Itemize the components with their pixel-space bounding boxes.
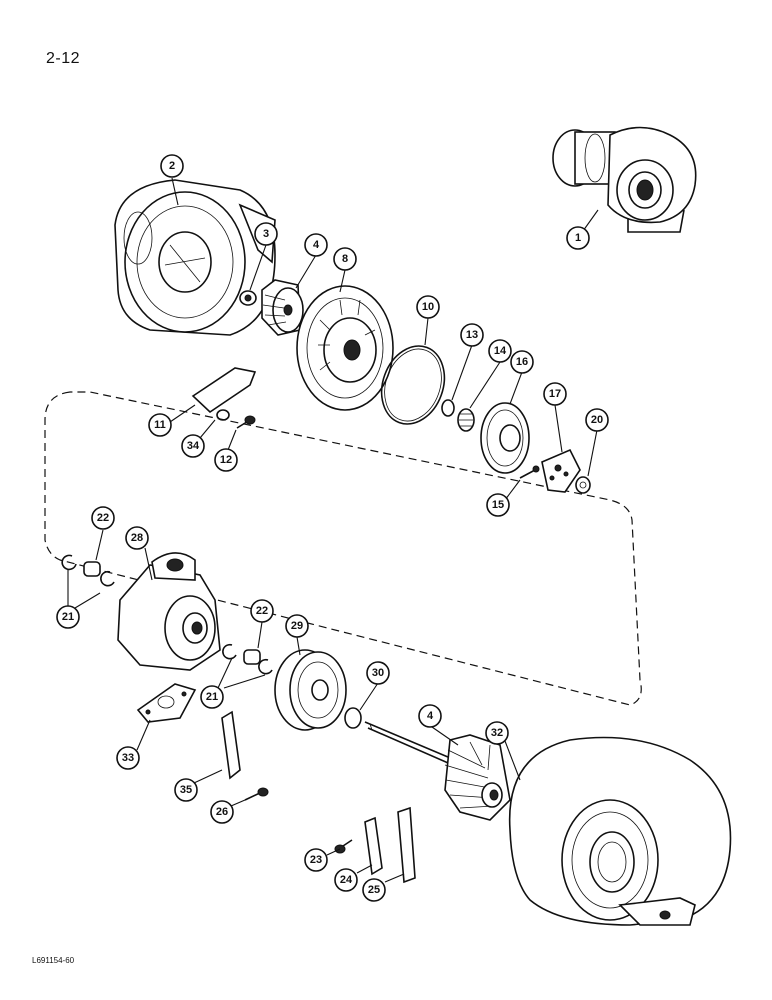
svg-text:21: 21 bbox=[206, 691, 218, 703]
callout-20: 20 bbox=[585, 408, 609, 432]
svg-text:10: 10 bbox=[422, 301, 434, 313]
callout-3: 3 bbox=[254, 222, 278, 246]
svg-text:20: 20 bbox=[591, 414, 603, 426]
callout-33: 33 bbox=[116, 746, 140, 770]
callout-28: 28 bbox=[125, 526, 149, 550]
lock-plate-24 bbox=[364, 816, 383, 876]
svg-text:28: 28 bbox=[131, 532, 143, 544]
callout-24: 24 bbox=[334, 868, 358, 892]
svg-text:2: 2 bbox=[169, 160, 175, 172]
svg-text:24: 24 bbox=[340, 874, 353, 886]
svg-text:17: 17 bbox=[549, 388, 561, 400]
leader-lines bbox=[67, 177, 599, 883]
thrust-bearing bbox=[480, 402, 530, 474]
journal-bearing-22a bbox=[83, 561, 101, 577]
callout-8: 8 bbox=[333, 247, 357, 271]
callout-23: 23 bbox=[304, 848, 328, 872]
svg-text:4: 4 bbox=[427, 710, 434, 722]
svg-text:32: 32 bbox=[491, 727, 503, 739]
svg-text:11: 11 bbox=[154, 419, 166, 431]
callout-2: 2 bbox=[160, 154, 184, 178]
gasket bbox=[136, 683, 197, 723]
turbine-wheel-shaft bbox=[364, 721, 511, 821]
callout-34: 34 bbox=[181, 434, 205, 458]
svg-text:26: 26 bbox=[216, 806, 228, 818]
svg-text:22: 22 bbox=[256, 605, 268, 617]
callout-10: 10 bbox=[416, 295, 440, 319]
svg-text:22: 22 bbox=[97, 512, 109, 524]
callout-14: 14 bbox=[488, 339, 512, 363]
retaining-plate bbox=[541, 448, 581, 493]
callout-32: 32 bbox=[485, 721, 509, 745]
seal-insert bbox=[274, 649, 347, 731]
compressor-wheel bbox=[261, 279, 304, 336]
svg-text:33: 33 bbox=[122, 752, 134, 764]
piston-ring bbox=[344, 707, 362, 729]
callout-21-left: 21 bbox=[56, 605, 80, 629]
callout-11: 11 bbox=[148, 413, 172, 437]
backplate bbox=[296, 285, 394, 411]
lock-plate-25 bbox=[397, 806, 416, 884]
svg-text:21: 21 bbox=[62, 611, 74, 623]
callout-4-bottom: 4 bbox=[418, 704, 442, 728]
svg-text:14: 14 bbox=[494, 345, 507, 357]
callout-12: 12 bbox=[214, 448, 238, 472]
seal-ring bbox=[380, 345, 446, 425]
snap-ring-21a bbox=[61, 554, 77, 571]
callout-4-top: 4 bbox=[304, 233, 328, 257]
snap-ring-21d bbox=[258, 658, 273, 675]
screw-part bbox=[519, 469, 536, 479]
svg-text:30: 30 bbox=[372, 667, 384, 679]
callout-17: 17 bbox=[543, 382, 567, 406]
washer-34 bbox=[216, 409, 230, 421]
snap-ring-21b bbox=[100, 570, 115, 587]
callout-21-center: 21 bbox=[200, 685, 224, 709]
svg-text:23: 23 bbox=[310, 854, 322, 866]
svg-text:13: 13 bbox=[466, 329, 478, 341]
svg-text:35: 35 bbox=[180, 784, 192, 796]
snap-ring-21c bbox=[222, 643, 237, 660]
compressor-housing bbox=[114, 179, 276, 336]
callout-1: 1 bbox=[566, 226, 590, 250]
callout-30: 30 bbox=[366, 661, 390, 685]
callout-13: 13 bbox=[460, 323, 484, 347]
callout-16: 16 bbox=[510, 350, 534, 374]
callout-22-left: 22 bbox=[91, 506, 115, 530]
svg-text:16: 16 bbox=[516, 356, 528, 368]
turbine-housing bbox=[508, 736, 732, 926]
bearing-housing bbox=[117, 552, 221, 671]
turbocharger-assembly bbox=[552, 126, 697, 233]
svg-text:1: 1 bbox=[575, 232, 581, 244]
page-number: 2-12 bbox=[46, 50, 81, 67]
assembly-group-outline bbox=[44, 391, 642, 706]
svg-text:25: 25 bbox=[368, 884, 380, 896]
callout-29: 29 bbox=[285, 614, 309, 638]
drawing-code: L691154-60 bbox=[32, 956, 75, 965]
svg-text:4: 4 bbox=[313, 239, 320, 251]
lock-plate-35 bbox=[221, 710, 241, 780]
svg-text:3: 3 bbox=[263, 228, 269, 240]
washer-20 bbox=[575, 476, 591, 494]
svg-text:29: 29 bbox=[291, 620, 303, 632]
svg-text:8: 8 bbox=[342, 253, 348, 265]
lock-plate-11 bbox=[191, 367, 257, 414]
callout-22-center: 22 bbox=[250, 599, 274, 623]
callout-15: 15 bbox=[486, 493, 510, 517]
svg-text:12: 12 bbox=[220, 454, 232, 466]
callout-35: 35 bbox=[174, 778, 198, 802]
callouts: 1 2 3 4 8 10 13 14 16 17 20 11 34 12 15 … bbox=[56, 154, 609, 902]
svg-text:15: 15 bbox=[492, 499, 504, 511]
callout-25: 25 bbox=[362, 878, 386, 902]
journal-bearing-22b bbox=[243, 649, 261, 665]
callout-26: 26 bbox=[210, 800, 234, 824]
svg-text:34: 34 bbox=[187, 440, 200, 452]
snap-ring bbox=[441, 399, 455, 417]
